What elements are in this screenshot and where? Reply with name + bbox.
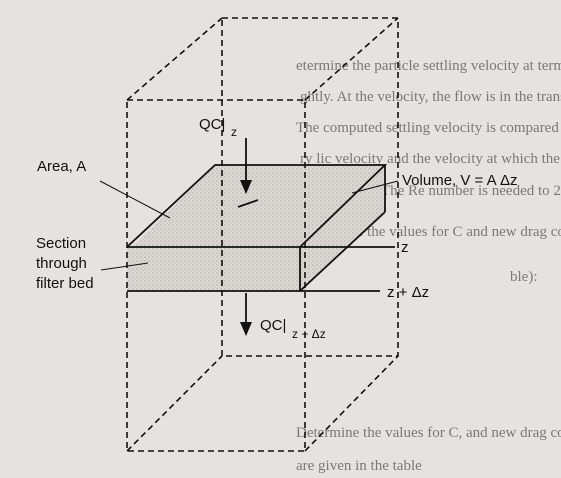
section-leader (100, 262, 149, 271)
prism-edge (126, 17, 223, 101)
slab-right-face (300, 165, 385, 291)
bg-line: are given in the table (296, 458, 422, 474)
flux-out-main: QC| (260, 317, 286, 334)
z-dz-label: z + Δz (387, 284, 429, 301)
flux-in-main: QC| (199, 116, 225, 133)
prism-back-face (221, 17, 399, 357)
section-label-line: through (36, 255, 87, 272)
flux-out-subscript: z + Δz (292, 327, 326, 341)
area-leader (99, 180, 171, 219)
bg-line: ghtly. At the velocity, the flow is in t… (300, 89, 561, 105)
volume-leader (351, 180, 399, 194)
z-label: z (401, 239, 409, 256)
section-label-line: filter bed (36, 275, 94, 292)
prism-front-face (126, 99, 306, 452)
prism-outline (126, 17, 399, 452)
background-page-text: etermine the particle settling velocity … (296, 58, 561, 474)
flux-arrow-in (240, 138, 252, 194)
flux-in-subscript: z (231, 125, 237, 139)
bg-line: ry lic velocity and the velocity at whic… (300, 151, 561, 167)
prism-edge (304, 17, 399, 101)
flux-in-label: QC| z (199, 116, 237, 139)
bg-line: ble): (510, 269, 538, 285)
prism-edge (304, 355, 399, 452)
flux-out-label: QC| z + Δz (260, 317, 326, 341)
bg-line: etermine the particle settling velocity … (296, 58, 561, 74)
bg-line: Determine the values for C, and new drag… (296, 425, 561, 441)
flux-arrow-out (240, 293, 252, 336)
slab-front-face (127, 247, 305, 291)
area-label: Area, A (37, 158, 86, 175)
slab-top-face (132, 165, 385, 247)
small-tick (237, 199, 259, 208)
slab-lower-right-edge (299, 211, 386, 292)
section-label-line: Section (36, 235, 86, 252)
slab-outline (126, 164, 395, 292)
volume-label: Volume, V = A Δz (402, 172, 518, 189)
prism-edge (126, 355, 223, 452)
bg-line: The computed settling velocity is compar… (296, 120, 561, 136)
